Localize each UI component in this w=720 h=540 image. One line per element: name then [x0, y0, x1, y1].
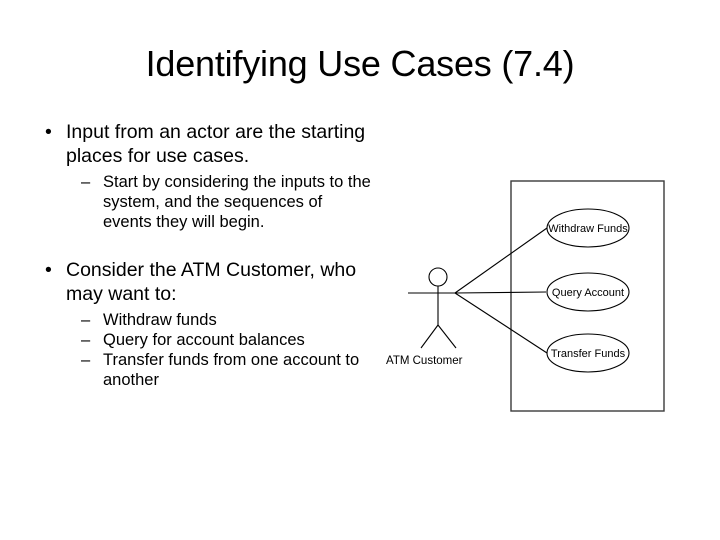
bullet-marker-icon: • [45, 121, 52, 143]
bullet-text: Input from an actor are the starting pla… [66, 121, 366, 167]
use-case-ellipse-withdraw [546, 208, 630, 248]
association-line-withdraw [454, 227, 548, 294]
use-case-label-withdraw: Withdraw Funds [548, 223, 628, 235]
use-case-ellipse-transfer [546, 333, 630, 373]
actor-label: ATM Customer [386, 355, 463, 367]
actor-leg-right-icon [437, 324, 457, 349]
dash-marker-icon: – [81, 331, 91, 349]
sub-bullet-text: Transfer funds from one account to anoth… [103, 351, 360, 389]
actor-leg-left-icon [420, 324, 439, 349]
bullet-group: • Consider the ATM Customer, who may wan… [34, 258, 374, 390]
sub-bullet-text: Start by considering the inputs to the s… [103, 173, 371, 231]
bullet-item-level2: – Start by considering the inputs to the… [34, 172, 374, 232]
bullet-item-level2: – Transfer funds from one account to ano… [34, 350, 374, 390]
association-line-query [454, 291, 547, 294]
system-boundary-box [510, 180, 665, 412]
dash-marker-icon: – [81, 351, 91, 369]
bullet-text: Consider the ATM Customer, who may want … [66, 259, 357, 305]
bullet-group: • Input from an actor are the starting p… [34, 120, 374, 232]
bullet-item-level1: • Consider the ATM Customer, who may wan… [34, 258, 374, 306]
bullet-item-level2: – Query for account balances [34, 330, 374, 350]
bullet-item-level2: – Withdraw funds [34, 310, 374, 330]
spacer [34, 238, 374, 258]
actor-head-icon [428, 267, 448, 287]
sub-bullet-list: – Start by considering the inputs to the… [34, 172, 374, 232]
sub-bullet-text: Query for account balances [103, 331, 305, 349]
sub-bullet-text: Withdraw funds [103, 311, 217, 329]
bullet-item-level1: • Input from an actor are the starting p… [34, 120, 374, 168]
dash-marker-icon: – [81, 311, 91, 329]
slide-body-content: • Input from an actor are the starting p… [34, 120, 374, 396]
sub-bullet-list: – Withdraw funds – Query for account bal… [34, 310, 374, 390]
bullet-marker-icon: • [45, 259, 52, 281]
use-case-diagram: ATM Customer Withdraw Funds Query Accoun… [380, 165, 700, 425]
use-case-ellipse-query [546, 272, 630, 312]
use-case-label-transfer: Transfer Funds [551, 348, 626, 360]
use-case-label-query: Query Account [552, 287, 624, 299]
slide-title: Identifying Use Cases (7.4) [145, 43, 575, 84]
dash-marker-icon: – [81, 173, 91, 191]
association-line-transfer [454, 292, 548, 354]
